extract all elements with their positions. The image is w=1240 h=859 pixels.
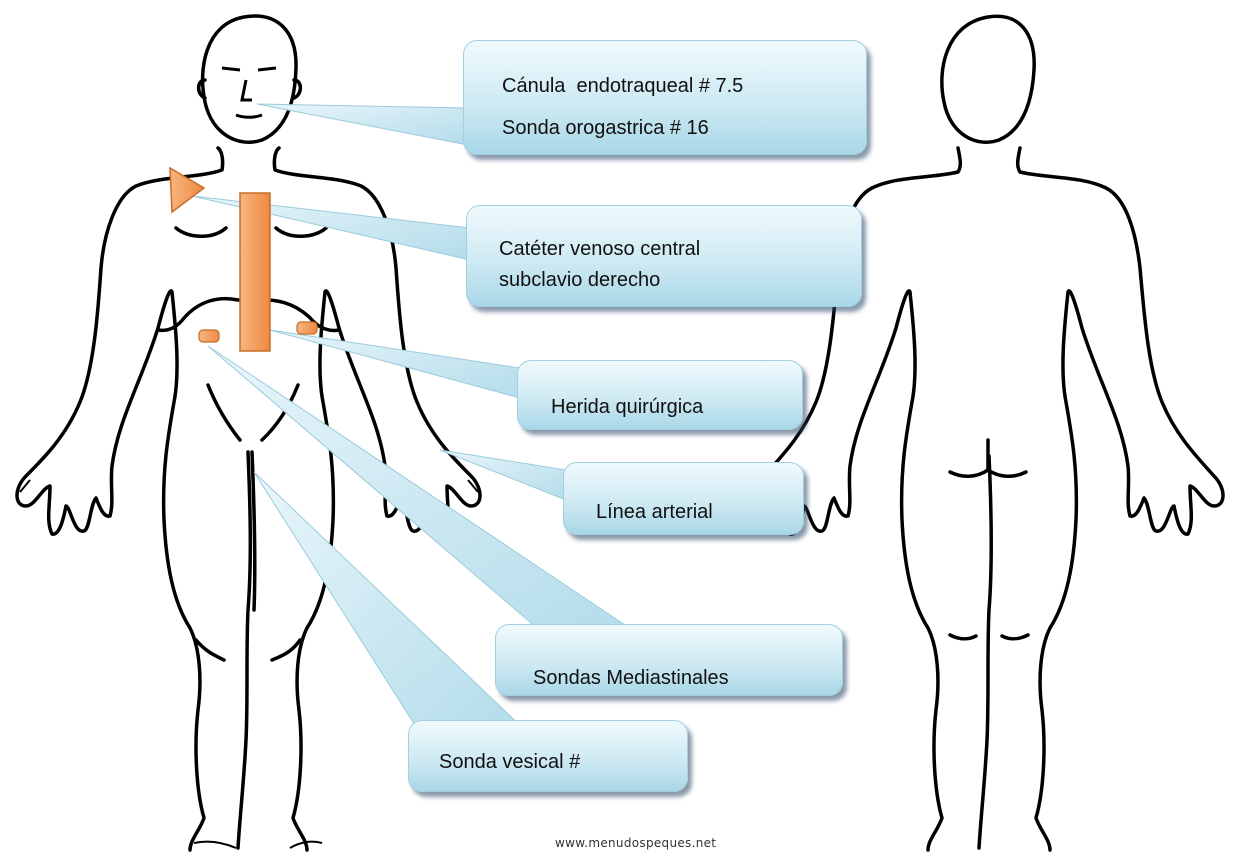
callout-sonda-vesical: Sonda vesical # [408, 720, 688, 792]
label-linea-arterial: Línea arterial [596, 501, 713, 524]
label-herida-quirurgica: Herida quirúrgica [551, 396, 703, 419]
watermark-text: www.menudospeques.net [555, 836, 716, 850]
callout-canula-sonda: Cánula endotraqueal # 7.5 Sonda orogastr… [463, 40, 867, 155]
label-sonda-orogastrica: Sonda orogastrica # 16 [502, 117, 709, 140]
label-sonda-vesical: Sonda vesical # [439, 751, 580, 774]
label-sondas-mediastinales: Sondas Mediastinales [533, 667, 729, 690]
label-canula-endotraqueal: Cánula endotraqueal # 7.5 [502, 75, 743, 98]
callout-sondas-mediastinales: Sondas Mediastinales [495, 624, 843, 696]
label-cateter-line2: subclavio derecho [499, 269, 660, 292]
mediastinal-drain-marker-right [199, 330, 219, 342]
subclavian-catheter-marker [170, 168, 204, 212]
callout-linea-arterial: Línea arterial [563, 462, 804, 535]
mediastinal-drain-marker-left [297, 322, 317, 334]
callout-herida-quirurgica: Herida quirúrgica [517, 360, 803, 430]
callout-cateter-venoso: Catéter venoso central subclavio derecho [466, 205, 862, 307]
surgical-wound-marker [240, 193, 270, 351]
label-cateter-line1: Catéter venoso central [499, 238, 700, 261]
